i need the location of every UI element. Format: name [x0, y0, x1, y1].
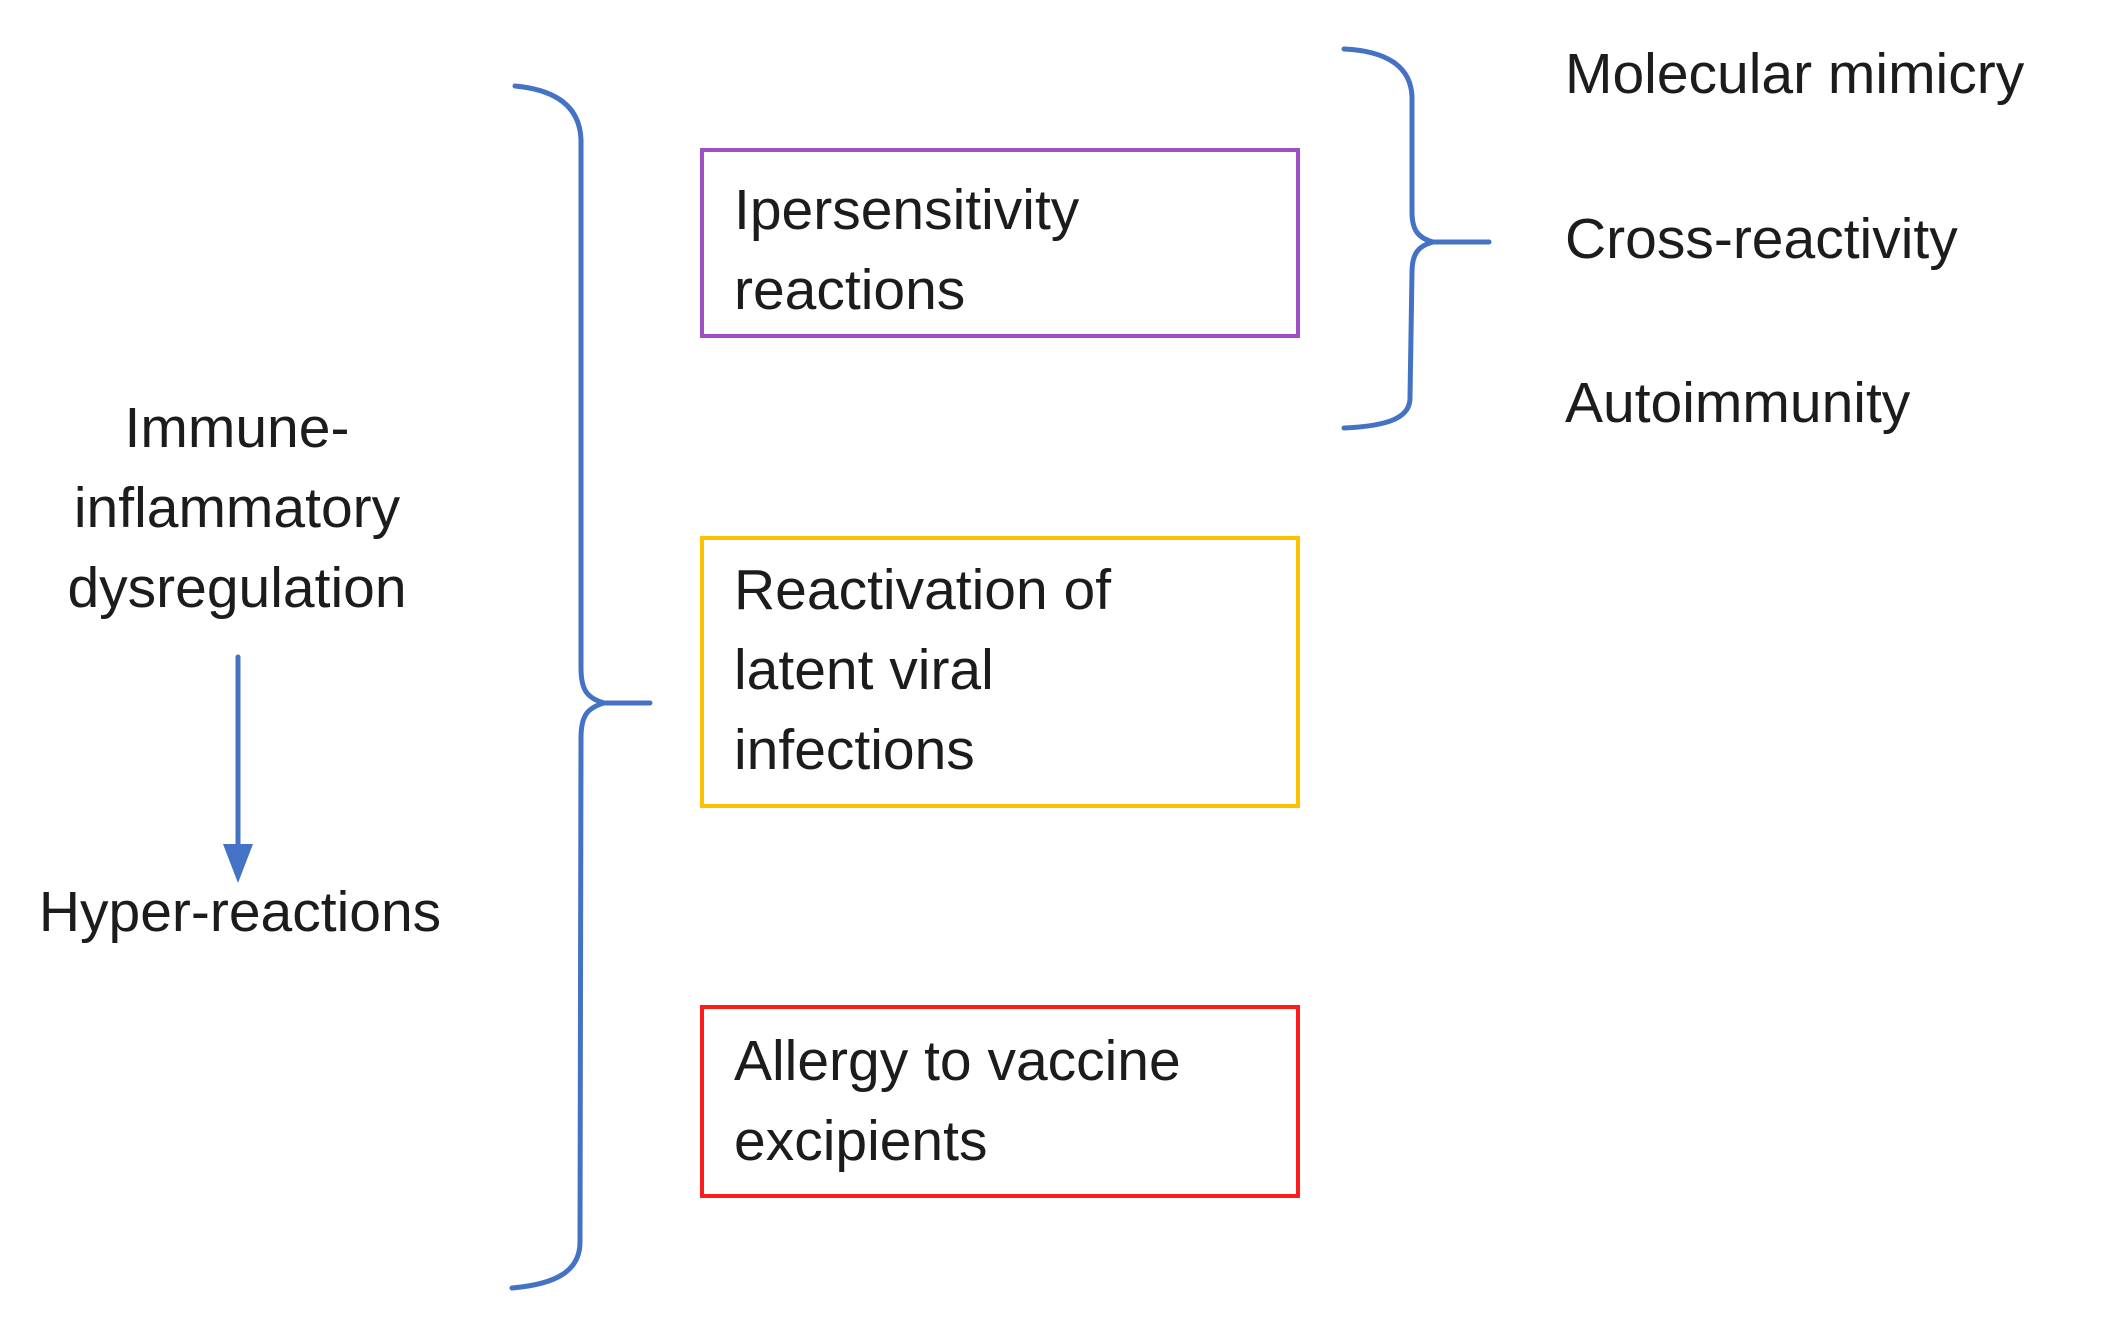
mechanism-box-hypersensitivity: Ipersensitivity reactions: [700, 148, 1300, 338]
cause-label: Immune- inflammatory dysregulation: [67, 396, 407, 620]
effect-label: Hyper-reactions: [38, 880, 442, 944]
mechanism-box-reactivation-label: Reactivation of latent viral infections: [734, 558, 1112, 782]
right-curly-brace: [1341, 46, 1443, 431]
outcome-cross-reactivity: Cross-reactivity: [1565, 207, 1958, 271]
mechanism-box-reactivation: Reactivation of latent viral infections: [700, 536, 1300, 808]
outcome-molecular-mimicry: Molecular mimicry: [1565, 42, 2025, 106]
outcome-autoimmunity: Autoimmunity: [1565, 371, 1911, 435]
left-curly-brace: [509, 83, 613, 1291]
mechanism-box-allergy-label: Allergy to vaccine excipients: [734, 1029, 1181, 1173]
mechanism-box-hypersensitivity-label: Ipersensitivity reactions: [734, 178, 1080, 322]
mechanism-box-allergy: Allergy to vaccine excipients: [700, 1005, 1300, 1198]
